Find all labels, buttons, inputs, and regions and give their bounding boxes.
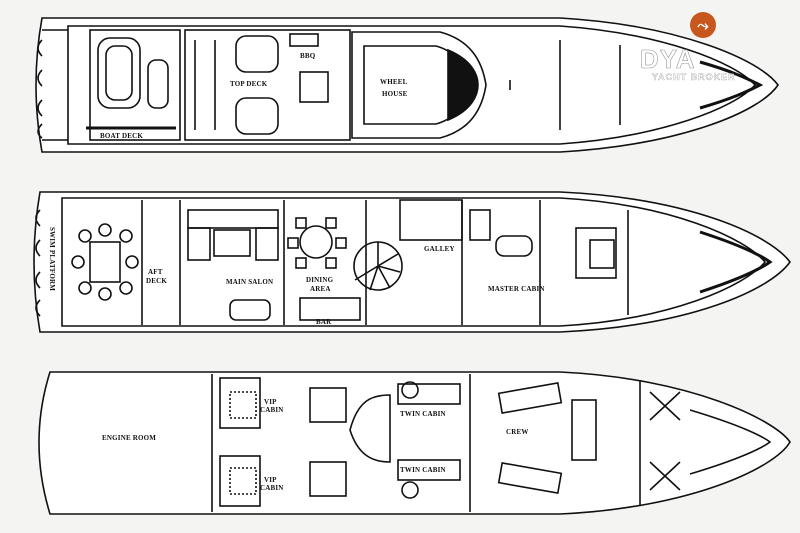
main-deck-hull [33, 191, 791, 333]
label-top-deck: TOP DECK [230, 80, 268, 88]
label-wheel: WHEEL [380, 78, 408, 86]
label-swim-platform: SWIM PLATFORM [48, 226, 57, 292]
label-cabin-1: CABIN [260, 406, 284, 414]
label-twin-cabin-1: TWIN CABIN [400, 410, 446, 418]
label-bar: BAR [316, 318, 332, 326]
label-galley: GALLEY [424, 245, 455, 253]
label-vip-1: VIP [264, 398, 277, 406]
label-boat-deck: BOAT DECK [100, 132, 143, 140]
lower-deck-hull [38, 371, 791, 515]
label-vip-2: VIP [264, 476, 277, 484]
label-house: HOUSE [382, 90, 408, 98]
label-aft: AFT [148, 268, 163, 276]
label-main-salon: MAIN SALON [226, 278, 274, 286]
watermark-brand: DYA [640, 44, 696, 75]
watermark-logo: ⤳ [690, 12, 716, 38]
label-crew: CREW [506, 428, 529, 436]
label-twin-cabin-2: TWIN CABIN [400, 466, 446, 474]
watermark-logo-mark: ⤳ [697, 16, 709, 33]
label-deck: DECK [146, 277, 168, 285]
label-bbq: BBQ [300, 52, 316, 60]
label-area: AREA [310, 285, 331, 293]
watermark-tagline: YACHT BROKER [652, 72, 736, 82]
label-cabin-2: CABIN [260, 484, 284, 492]
label-engine-room: ENGINE ROOM [102, 434, 157, 442]
top-deck-hull [35, 17, 779, 153]
label-master-cabin: MASTER CABIN [488, 285, 545, 293]
label-dining: DINING [306, 276, 334, 284]
